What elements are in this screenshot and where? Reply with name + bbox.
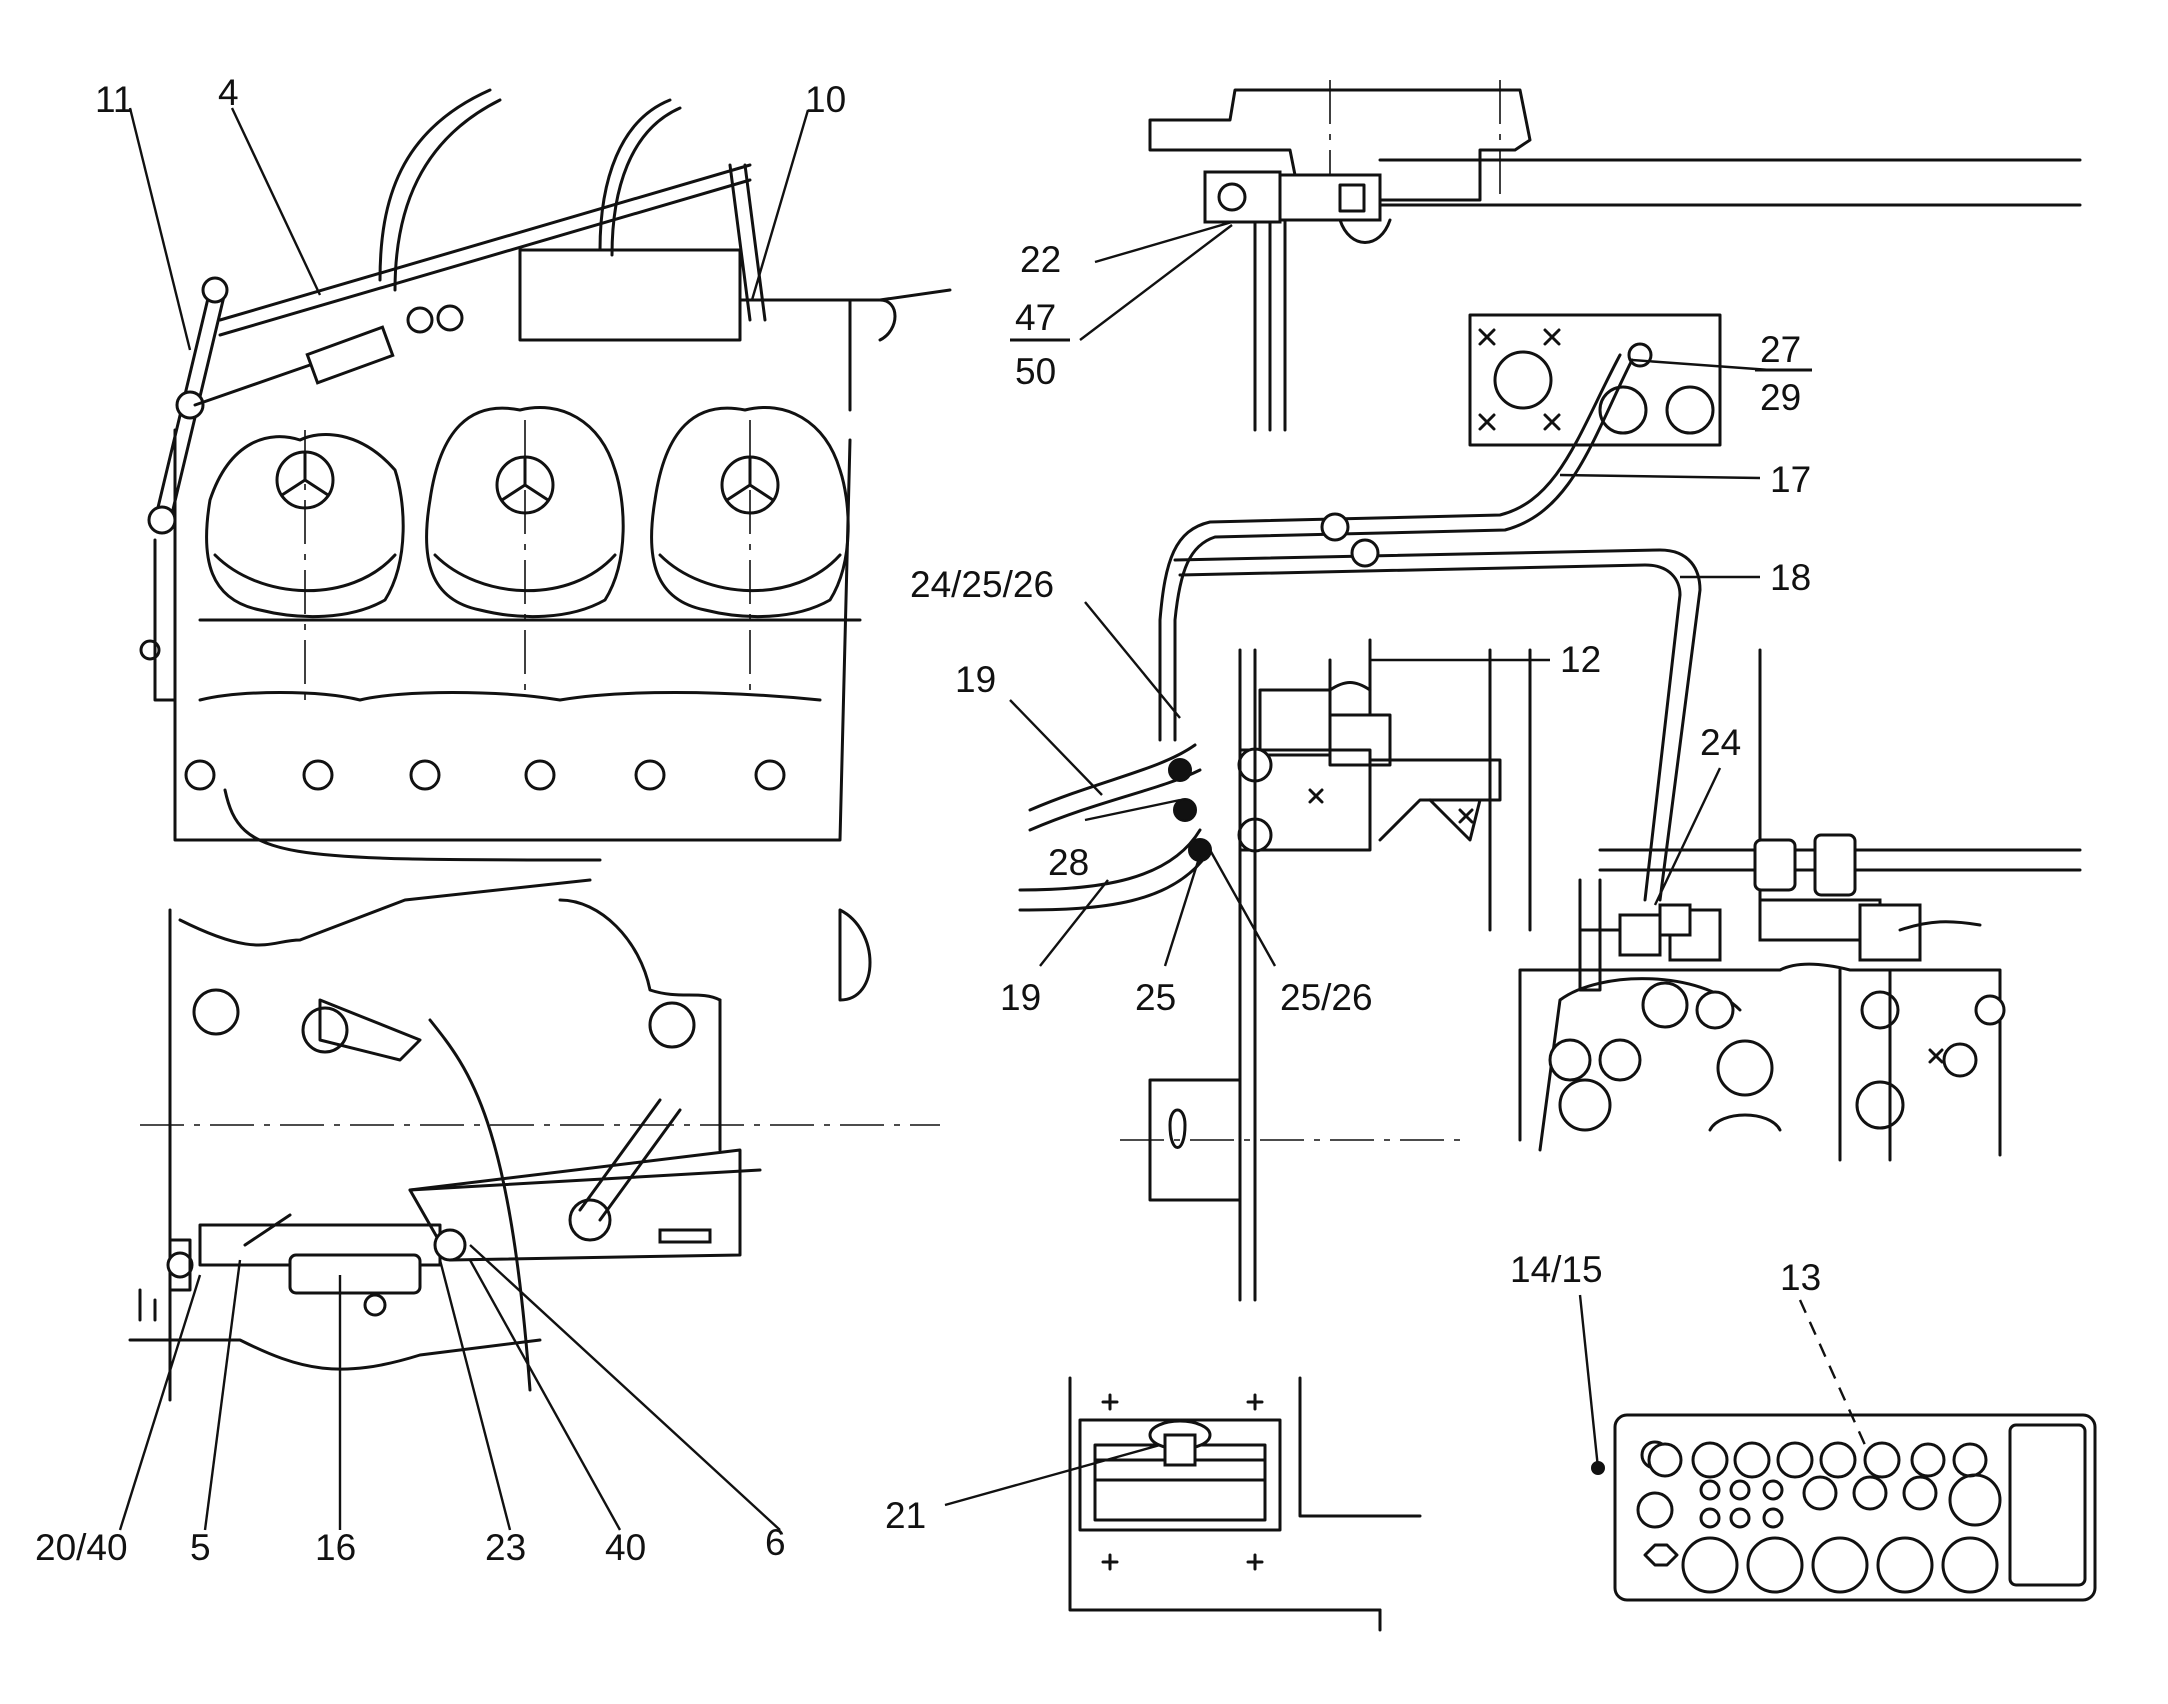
callout-28: 28	[1048, 842, 1089, 883]
pump-fittings-drawing	[1518, 833, 2082, 1162]
callout-27: 27	[1760, 329, 1801, 370]
callout-19-lower: 19	[1000, 977, 1041, 1018]
callout-21: 21	[885, 1495, 926, 1536]
callout-14-15: 14/15	[1510, 1249, 1603, 1290]
callout-19-upper: 19	[955, 659, 996, 700]
clamp-drawing	[1068, 1376, 1422, 1632]
callout-12: 12	[1560, 639, 1601, 680]
callout-25: 25	[1135, 977, 1176, 1018]
callout-4: 4	[218, 72, 239, 113]
callout-24-25-26: 24/25/26	[910, 564, 1054, 605]
callout-10: 10	[805, 79, 846, 120]
callout-50: 50	[1015, 351, 1056, 392]
callout-20-40: 20/40	[35, 1527, 128, 1568]
bracket-sensor-drawing	[1148, 80, 2082, 432]
head-bolts	[184, 759, 786, 791]
lower-linkage-drawing	[128, 878, 940, 1402]
callout-25-26: 25/26	[1280, 977, 1373, 1018]
callout-23: 23	[485, 1527, 526, 1568]
callout-40: 40	[605, 1527, 646, 1568]
oring-kit-drawing	[1591, 1413, 2097, 1602]
pipe-routing-drawing	[1018, 313, 1762, 1302]
callout-5: 5	[190, 1527, 211, 1568]
callout-22: 22	[1020, 239, 1061, 280]
callout-11: 11	[95, 79, 133, 120]
callout-labels: 11 4 10 22 47 50 27 29 17 18 24/25/26 12…	[35, 72, 1821, 1568]
callout-18: 18	[1770, 557, 1811, 598]
leader-lines	[118, 107, 1867, 1531]
callout-47: 47	[1015, 297, 1056, 338]
callout-29: 29	[1760, 377, 1801, 418]
callout-24: 24	[1700, 722, 1741, 763]
cylinder-head-drawing	[139, 88, 952, 862]
callout-6: 6	[765, 1522, 786, 1563]
callout-16: 16	[315, 1527, 356, 1568]
callout-17: 17	[1770, 459, 1811, 500]
callout-13: 13	[1780, 1257, 1821, 1298]
